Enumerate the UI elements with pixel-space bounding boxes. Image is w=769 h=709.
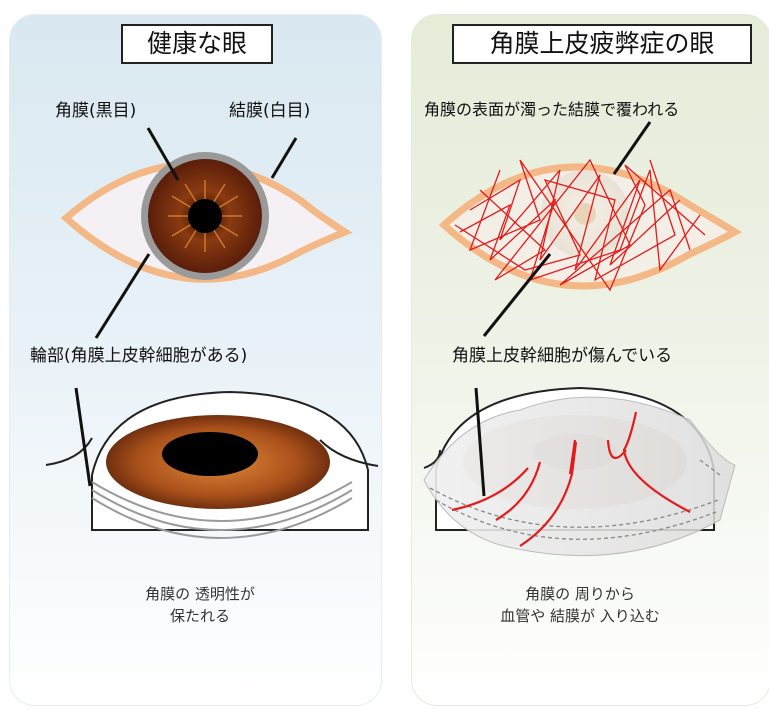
diseased-eye-side: [424, 388, 735, 556]
pointer-conjunctiva: [272, 138, 296, 178]
pointer-surface: [614, 122, 650, 174]
left-caption: 角膜の 透明性が 保たれる: [110, 583, 290, 627]
right-title: 角膜上皮疲弊症の眼: [452, 24, 752, 64]
pointer-limbus: [96, 254, 149, 338]
healthy-eye-front: [66, 152, 345, 280]
label-limbus: 輪部(角膜上皮幹細胞がある): [30, 341, 247, 366]
label-stemcell: 角膜上皮幹細胞が傷んでいる: [452, 341, 672, 366]
right-caption: 角膜の 周りから 血管や 結膜が 入り込む: [470, 583, 690, 627]
label-conjunctiva: 結膜(白目): [229, 96, 310, 121]
left-caption-line1: 角膜の 透明性が: [110, 583, 290, 605]
side-pupil: [162, 432, 258, 476]
label-surface: 角膜の表面が濁った結膜で覆われる: [424, 96, 679, 120]
pupil: [188, 199, 222, 233]
healthy-eye-side: [46, 392, 378, 538]
right-caption-line2: 血管や 結膜が 入り込む: [470, 605, 690, 627]
pointer-limbus-side: [76, 388, 90, 486]
right-caption-line1: 角膜の 周りから: [470, 583, 690, 605]
label-cornea: 角膜(黒目): [55, 96, 136, 121]
left-title: 健康な眼: [121, 24, 273, 64]
left-caption-line2: 保たれる: [110, 605, 290, 627]
diseased-eye-front: [444, 160, 735, 290]
